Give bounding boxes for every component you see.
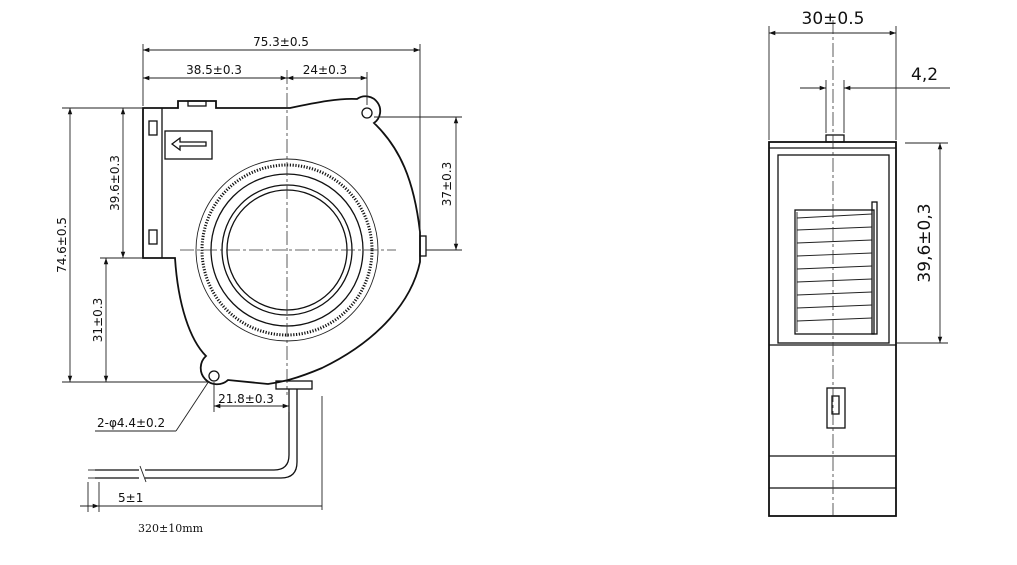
label-lower-height: 31±0.3 (91, 298, 105, 342)
front-right-tab (419, 235, 427, 257)
label-strip-length: 5±1 (118, 491, 143, 505)
wire-exit-block (275, 380, 313, 390)
side-view: 30±0.5 4,2 39,6±0,3 (768, 9, 950, 517)
label-side-outlet-height: 39,6±0,3 (915, 203, 935, 282)
side-fin-right-edge (871, 201, 878, 335)
side-fins (796, 212, 873, 332)
mount-hole-lower-left (208, 370, 220, 382)
side-clip-inner (831, 395, 840, 415)
cable-wire-1 (145, 389, 290, 471)
side-outlet-frame (777, 154, 890, 344)
label-cable-length: 320±10mm (138, 522, 204, 535)
label-outlet-height: 39.6±0.3 (108, 155, 122, 211)
label-left-offset: 38.5±0.3 (186, 63, 242, 77)
label-right-offset: 24±0.3 (303, 63, 347, 77)
front-housing-outline (142, 95, 421, 386)
side-top-slot (825, 134, 845, 143)
label-overall-width: 75.3±0.5 (253, 35, 309, 49)
label-right-hole-height: 37±0.3 (440, 162, 454, 206)
cable-break-mark (139, 465, 147, 483)
side-clip-outer (826, 387, 846, 429)
front-top-notch (187, 100, 207, 107)
front-lower-slot (148, 229, 158, 245)
label-hole-spec: 2-φ4.4±0.2 (97, 416, 165, 430)
front-direction-box (164, 130, 213, 160)
cable-wire-2 (145, 389, 298, 479)
mount-hole-upper-right (361, 107, 373, 119)
label-wire-offset: 21.8±0.3 (218, 392, 274, 406)
label-overall-height: 74.6±0.5 (55, 217, 69, 273)
airflow-arrow-icon (170, 136, 207, 152)
side-fin-block (794, 209, 875, 335)
label-side-thickness: 30±0.5 (802, 9, 865, 29)
label-slot-width: 4,2 (911, 65, 938, 85)
front-upper-slot (148, 120, 158, 136)
front-view: 75.3±0.5 38.5±0.3 24±0.3 74.6±0.5 39.6±0… (55, 35, 462, 535)
leader-hole-spec-diag (175, 380, 210, 432)
